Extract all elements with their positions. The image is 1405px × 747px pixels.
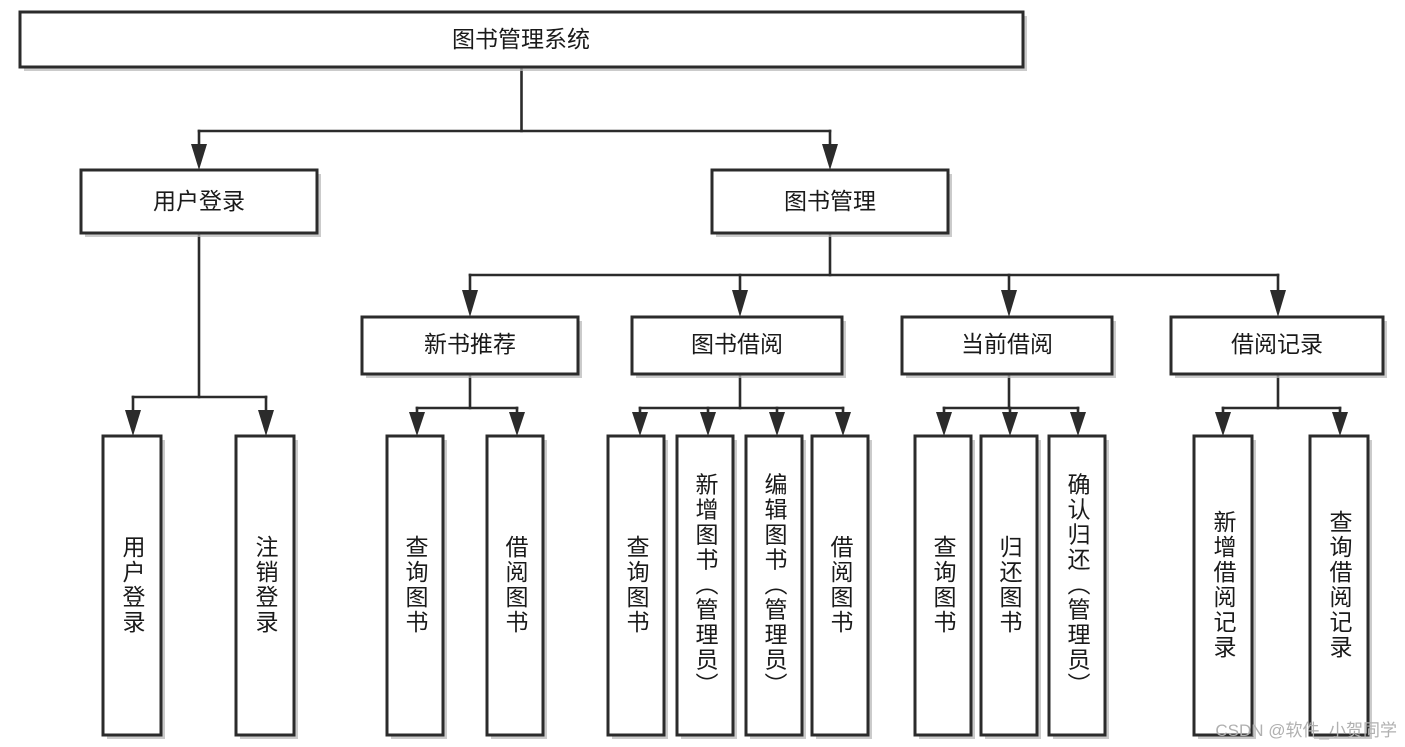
leaf-label: 借阅图书 — [827, 535, 854, 635]
leaf-label: 新增图书（管理员） — [692, 473, 719, 698]
leaf-node[interactable]: 查询图书 — [606, 434, 668, 739]
leaf-box — [1308, 434, 1370, 737]
leaf-label: 确认归还（管理员） — [1064, 473, 1091, 698]
arrow-bb-leaf-2 — [700, 412, 716, 436]
arrow-current-borrow — [1001, 290, 1017, 317]
leaf-label: 编辑图书（管理员） — [761, 473, 788, 698]
node-new-book[interactable]: 新书推荐 — [360, 315, 582, 378]
book-borrow-label: 图书借阅 — [691, 331, 783, 357]
arrow-br-leaf-2 — [1332, 412, 1348, 436]
leaf-box — [675, 434, 735, 737]
leaf-box — [606, 434, 666, 737]
book-manage-label: 图书管理 — [784, 188, 876, 214]
arrow-ul-leaf-1 — [125, 410, 141, 436]
leaf-label: 查询图书 — [623, 535, 650, 635]
root-label: 图书管理系统 — [452, 26, 590, 52]
current-borrow-label: 当前借阅 — [961, 331, 1053, 357]
leaf-node[interactable]: 借阅图书 — [485, 434, 547, 739]
arrow-bb-leaf-4 — [835, 412, 851, 436]
leaf-box — [913, 434, 973, 737]
arrow-new-book — [462, 290, 478, 317]
leaf-node[interactable]: 归还图书 — [979, 434, 1041, 739]
leaf-box — [1047, 434, 1107, 737]
arrow-borrow-record — [1270, 290, 1286, 317]
node-current-borrow[interactable]: 当前借阅 — [900, 315, 1116, 378]
leaf-box — [485, 434, 545, 737]
leaf-box — [979, 434, 1039, 737]
leaf-box — [810, 434, 870, 737]
leaf-label: 查询借阅记录 — [1326, 510, 1353, 660]
arrow-user-login — [191, 144, 207, 170]
leaf-box — [101, 434, 163, 737]
borrow-record-label: 借阅记录 — [1231, 331, 1323, 357]
node-user-login[interactable]: 用户登录 — [79, 168, 321, 237]
arrow-br-leaf-1 — [1215, 412, 1231, 436]
csdn-watermark: CSDN @软件_小贺同学 — [1215, 721, 1397, 740]
borrow-record-box — [1169, 315, 1385, 376]
node-book-manage[interactable]: 图书管理 — [710, 168, 952, 237]
arrow-cb-leaf-3 — [1070, 412, 1086, 436]
node-root[interactable]: 图书管理系统 — [18, 10, 1027, 71]
arrow-cb-leaf-2 — [1002, 412, 1018, 436]
leaf-box — [234, 434, 296, 737]
arrow-book-manage — [822, 144, 838, 170]
leaf-label: 借阅图书 — [502, 535, 529, 635]
book-manage-box — [710, 168, 950, 235]
arrow-ul-leaf-2 — [258, 410, 274, 436]
leaf-box — [1192, 434, 1254, 737]
leaf-node[interactable]: 编辑图书（管理员） — [744, 434, 806, 739]
leaf-node[interactable]: 新增图书（管理员） — [675, 434, 737, 739]
arrow-cb-leaf-1 — [936, 412, 952, 436]
arrow-nb-leaf-2 — [509, 412, 525, 436]
new-book-box — [360, 315, 580, 376]
book-borrow-box — [630, 315, 844, 376]
leaf-label: 归还图书 — [996, 535, 1023, 635]
arrow-bb-leaf-1 — [632, 412, 648, 436]
user-login-label: 用户登录 — [153, 188, 245, 214]
leaf-label: 用户登录 — [119, 535, 146, 635]
leaf-label: 查询图书 — [930, 535, 957, 635]
leaf-label: 注销登录 — [252, 535, 279, 635]
connector-layer — [125, 67, 1348, 436]
arrow-nb-leaf-1 — [409, 412, 425, 436]
current-borrow-box — [900, 315, 1114, 376]
node-borrow-record[interactable]: 借阅记录 — [1169, 315, 1387, 378]
user-login-box — [79, 168, 319, 235]
node-book-borrow[interactable]: 图书借阅 — [630, 315, 846, 378]
leaf-label: 新增借阅记录 — [1210, 510, 1237, 660]
leaf-node[interactable]: 借阅图书 — [810, 434, 872, 739]
leaf-node[interactable]: 新增借阅记录 — [1192, 434, 1256, 739]
leaf-node[interactable]: 确认归还（管理员） — [1047, 434, 1109, 739]
arrow-book-borrow — [732, 290, 748, 317]
leaf-node[interactable]: 注销登录 — [234, 434, 298, 739]
leaf-node[interactable]: 查询借阅记录 — [1308, 434, 1372, 739]
leaf-node[interactable]: 查询图书 — [913, 434, 975, 739]
leaf-box — [385, 434, 445, 737]
leaf-box — [744, 434, 804, 737]
leaf-label: 查询图书 — [402, 535, 429, 635]
new-book-label: 新书推荐 — [424, 331, 516, 357]
arrow-bb-leaf-3 — [769, 412, 785, 436]
leaf-node[interactable]: 查询图书 — [385, 434, 447, 739]
root-box — [18, 10, 1025, 69]
leaf-node[interactable]: 用户登录 — [101, 434, 165, 739]
